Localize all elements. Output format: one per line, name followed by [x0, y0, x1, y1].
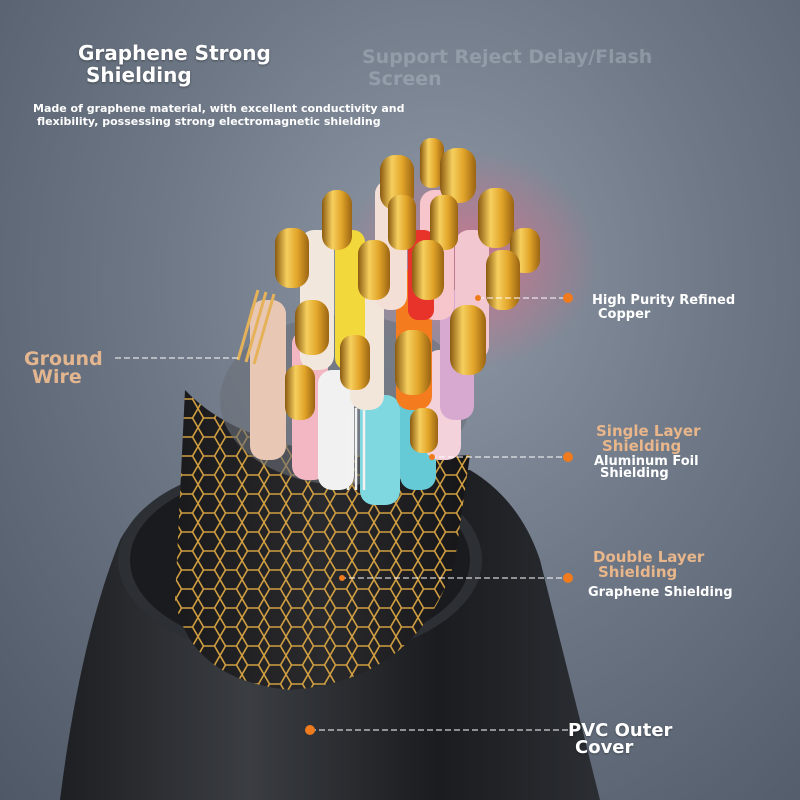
single-line1: Single Layer [596, 422, 701, 440]
title-description: Made of graphene material, with excellen… [33, 102, 405, 128]
callout-ground-wire: Ground Wire [24, 348, 103, 388]
callout-single-layer: Single Layer Shielding [596, 424, 700, 454]
marker-copper [563, 293, 573, 303]
desc-line2: flexibility, possessing strong electroma… [37, 115, 381, 128]
single-line2: Shielding [602, 437, 682, 455]
ground-wire-strands [236, 289, 276, 365]
ground-line2: Wire [32, 366, 82, 388]
callout-graphene-shielding: Graphene Shielding [588, 585, 733, 600]
title-line1: Graphene Strong [78, 41, 271, 65]
title-line2: Shielding [86, 63, 192, 87]
callout-double-layer: Double Layer Shielding [593, 550, 704, 580]
pvc-line1: PVC Outer [568, 720, 673, 741]
ghost-line1: Support Reject Delay/Flash [362, 46, 653, 68]
copper-line2: Copper [598, 307, 651, 322]
alu-line1: Aluminum Foil [594, 454, 699, 469]
ground-line1: Ground [24, 348, 103, 370]
marker-double [563, 573, 573, 583]
double-line2: Shielding [598, 563, 678, 581]
ghost-heading: Support Reject Delay/Flash Screen [362, 46, 652, 90]
marker-pvc [305, 725, 315, 735]
copper-line1: High Purity Refined [592, 293, 736, 308]
callout-aluminum-foil: Aluminum Foil Shielding [594, 454, 699, 481]
marker-single [563, 452, 573, 462]
wire-bundle [220, 138, 540, 505]
page-title: Graphene Strong Shielding [78, 42, 271, 86]
pvc-line2: Cover [575, 737, 634, 758]
callout-copper: High Purity Refined Copper [592, 294, 735, 322]
double-line1: Double Layer [593, 548, 705, 566]
ghost-line2: Screen [368, 68, 442, 90]
alu-line2: Shielding [600, 466, 669, 481]
desc-line1: Made of graphene material, with excellen… [33, 102, 405, 115]
callout-pvc-cover: PVC Outer Cover [568, 720, 673, 758]
